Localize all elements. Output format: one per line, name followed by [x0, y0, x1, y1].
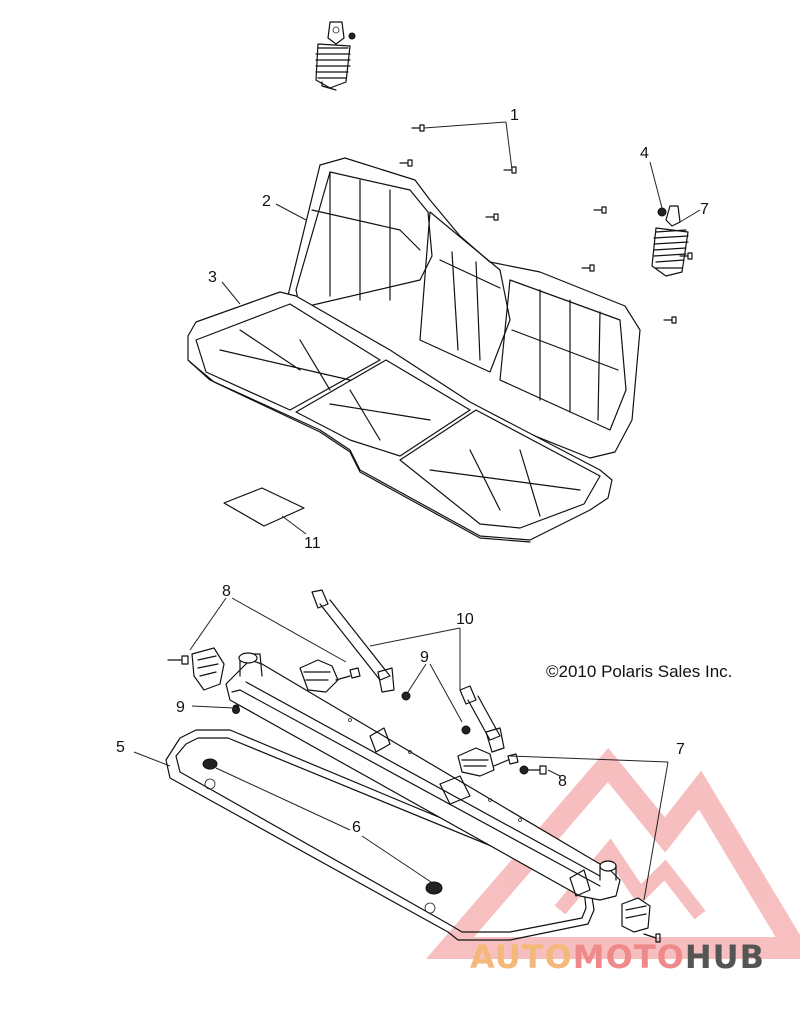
- seat-cushion: [187, 291, 613, 543]
- gas-spring-right: [651, 205, 689, 277]
- callout-7-bottom: 7: [676, 741, 685, 758]
- gas-spring-top: [315, 21, 356, 91]
- callout-7-top: 7: [700, 201, 709, 218]
- callout-3: 3: [208, 269, 217, 286]
- callout-10: 10: [456, 611, 474, 628]
- buckle-left: [167, 647, 225, 691]
- seat-frame: [165, 729, 595, 941]
- callout-1: 1: [510, 107, 519, 124]
- seatbelt-retractor-1: [299, 589, 395, 693]
- callout-5: 5: [116, 739, 125, 756]
- callout-6: 6: [352, 819, 361, 836]
- callout-2: 2: [262, 193, 271, 210]
- watermark-part-2: MOTO: [572, 938, 685, 976]
- callout-8-top: 8: [222, 583, 231, 600]
- seatbelt-retractor-2: [457, 685, 519, 777]
- seat-backrest: [281, 157, 641, 459]
- watermark-part-1: AUTO: [470, 938, 573, 976]
- grommet-group: [202, 758, 443, 895]
- seat-base-rail: [225, 652, 621, 901]
- callout-4: 4: [640, 145, 649, 162]
- callout-9-top: 9: [420, 649, 429, 666]
- callout-9-left: 9: [176, 699, 185, 716]
- nut-group: [232, 691, 547, 775]
- buckle-right: [621, 897, 661, 943]
- watermark-text: AUTOMOTOHUB: [470, 938, 765, 976]
- copyright-notice: ©2010 Polaris Sales Inc.: [546, 662, 733, 681]
- watermark-part-3: HUB: [684, 938, 766, 976]
- callout-8-bottom: 8: [558, 773, 567, 790]
- decal-label: [223, 487, 305, 527]
- callout-11: 11: [304, 535, 321, 552]
